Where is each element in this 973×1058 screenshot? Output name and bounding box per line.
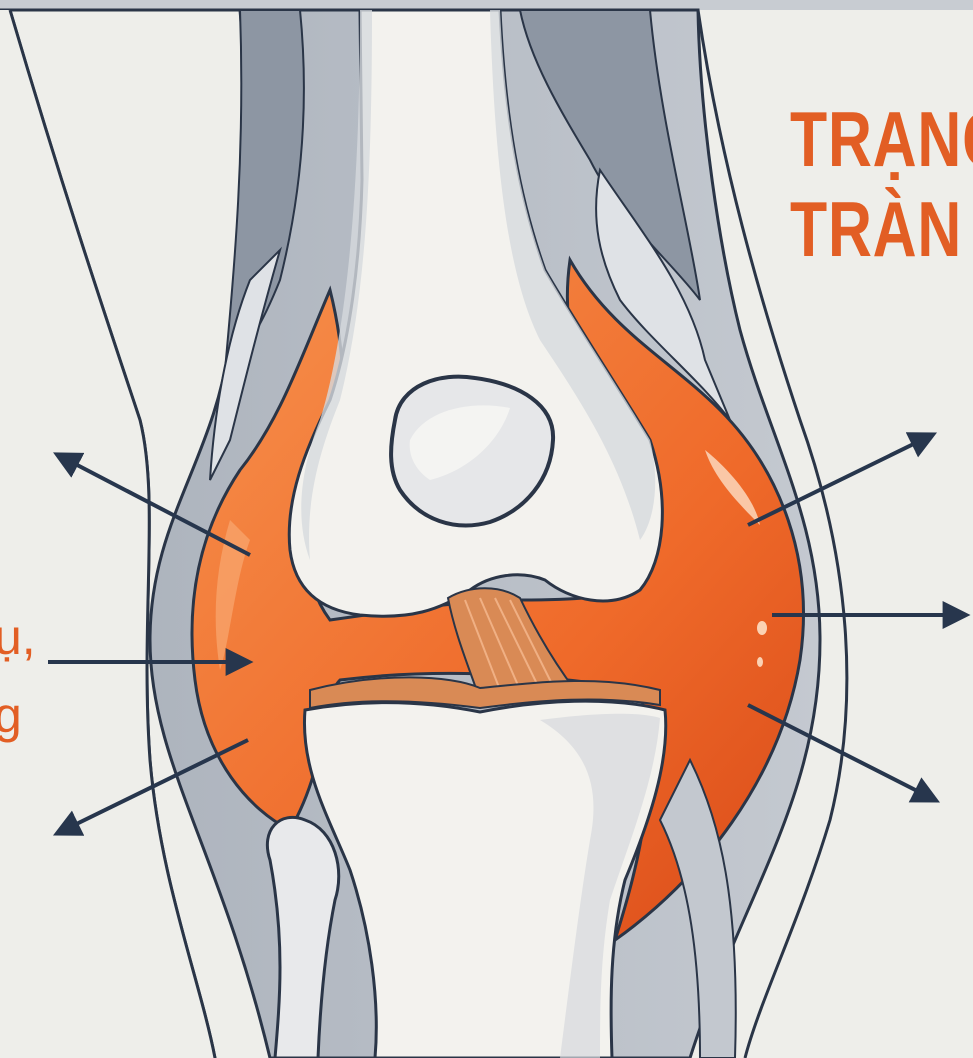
side-label-line-1: ụ, (0, 612, 36, 662)
title-line-1: TRẠNG (790, 100, 973, 178)
fluid-highlight-dot (757, 621, 767, 635)
fluid-highlight-dot-2 (757, 657, 763, 667)
title-line-2: TRÀN (790, 190, 962, 268)
side-label-line-2: g (0, 690, 22, 740)
